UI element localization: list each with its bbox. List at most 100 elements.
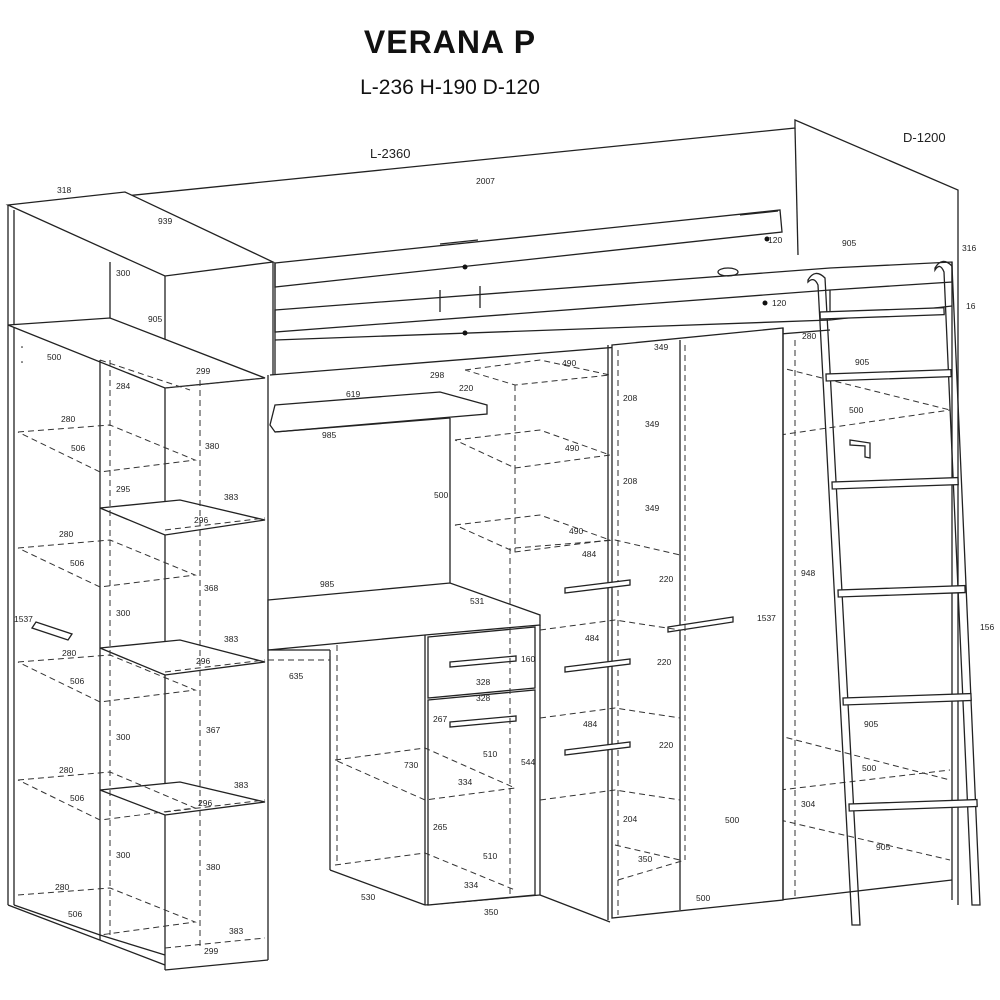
dimension-label: 500 <box>696 893 710 903</box>
dimension-label: 296 <box>194 515 208 525</box>
dimension-label: 905 <box>842 238 856 248</box>
dimension-label: 350 <box>638 854 652 864</box>
dimension-label: 500 <box>434 490 448 500</box>
dimension-label: 280 <box>61 414 75 424</box>
dimension-label: 204 <box>623 814 637 824</box>
dimension-label: 220 <box>659 740 673 750</box>
dimension-label: 506 <box>70 793 84 803</box>
dimension-label: 484 <box>582 549 596 559</box>
left-bookcase <box>5 191 276 971</box>
dimension-label: 619 <box>346 389 360 399</box>
dimension-label: 220 <box>659 574 673 584</box>
dimension-label: 280 <box>55 882 69 892</box>
dimension-label: 299 <box>204 946 218 956</box>
dimension-label: 280 <box>59 765 73 775</box>
dimension-label: 948 <box>801 568 815 578</box>
dimension-label: 905 <box>855 357 869 367</box>
dimension-label: 299 <box>196 366 210 376</box>
overall-depth-label: D-1200 <box>903 130 946 145</box>
dimension-label: 304 <box>801 799 815 809</box>
overall-height-label: 156 <box>980 622 994 632</box>
dimension-label: 500 <box>849 405 863 415</box>
dimension-label: 500 <box>47 352 61 362</box>
desk <box>267 359 611 906</box>
dimension-label: 349 <box>654 342 668 352</box>
dimension-label: 490 <box>565 443 579 453</box>
overall-length-label: L-2360 <box>370 146 410 161</box>
product-dimensions-summary: L-236 H-190 D-120 <box>360 76 540 99</box>
dimension-label: 16 <box>966 301 976 311</box>
dimension-label: 506 <box>68 909 82 919</box>
dimension-label: 506 <box>70 558 84 568</box>
dimension-label: 295 <box>116 484 130 494</box>
dimension-label: 544 <box>521 757 535 767</box>
dimension-label: 220 <box>459 383 473 393</box>
dimension-label: 380 <box>206 862 220 872</box>
dimension-label: 300 <box>116 268 130 278</box>
dimension-label: 905 <box>148 314 162 324</box>
dimension-label: 280 <box>62 648 76 658</box>
dimension-label: 530 <box>361 892 375 902</box>
dimension-label: 298 <box>430 370 444 380</box>
dimension-label: 349 <box>645 419 659 429</box>
dimension-label: 484 <box>583 719 597 729</box>
dimension-label: 220 <box>657 657 671 667</box>
dimension-label: 349 <box>645 503 659 513</box>
dimension-label: 300 <box>116 608 130 618</box>
dimension-label: 635 <box>289 671 303 681</box>
dimension-label: 120 <box>772 298 786 308</box>
dimension-label: 490 <box>562 358 576 368</box>
ladder <box>807 260 981 926</box>
dimension-label: 267 <box>433 714 447 724</box>
dimension-label: 490 <box>569 526 583 536</box>
dimension-label: 905 <box>876 842 890 852</box>
dimension-label: 383 <box>234 780 248 790</box>
dimension-label: 296 <box>196 656 210 666</box>
product-title: VERANA P <box>363 24 537 60</box>
dimension-label: 510 <box>483 749 497 759</box>
dimension-label: 500 <box>725 815 739 825</box>
dimension-label: 905 <box>864 719 878 729</box>
dimension-label: 506 <box>71 443 85 453</box>
dimension-label: 383 <box>229 926 243 936</box>
dimension-label: 316 <box>962 243 976 253</box>
dimension-label: 280 <box>802 331 816 341</box>
dimension-label: 500 <box>862 763 876 773</box>
dimension-label: 367 <box>206 725 220 735</box>
bed-frame <box>124 119 959 905</box>
dimension-label: 506 <box>70 676 84 686</box>
dimension-label: 334 <box>458 777 472 787</box>
dimension-label: 120 <box>768 235 782 245</box>
dimension-label: 318 <box>57 185 71 195</box>
dimension-label: 383 <box>224 492 238 502</box>
dimension-label: 208 <box>623 476 637 486</box>
dimension-label: 334 <box>464 880 478 890</box>
dimension-label: 350 <box>484 907 498 917</box>
dimension-label: 985 <box>322 430 336 440</box>
dimension-label: 730 <box>404 760 418 770</box>
dimension-label: 328 <box>476 677 490 687</box>
dimension-label: 531 <box>470 596 484 606</box>
dimension-label: 296 <box>198 798 212 808</box>
dimension-label: 368 <box>204 583 218 593</box>
dimension-label: 510 <box>483 851 497 861</box>
dimension-label: 2007 <box>476 176 495 186</box>
wardrobe <box>509 327 871 923</box>
dimension-label: 1537 <box>14 614 33 624</box>
dimension-label: 1537 <box>757 613 776 623</box>
dimension-label: 939 <box>158 216 172 226</box>
dimension-label: 300 <box>116 732 130 742</box>
dimension-label: 328 <box>476 693 490 703</box>
dimension-label: 280 <box>59 529 73 539</box>
dimension-label: 265 <box>433 822 447 832</box>
dimension-label: 484 <box>585 633 599 643</box>
dimension-label: 985 <box>320 579 334 589</box>
dimension-label: 208 <box>623 393 637 403</box>
dimension-label: 284 <box>116 381 130 391</box>
dimension-label: 383 <box>224 634 238 644</box>
dimension-label: 300 <box>116 850 130 860</box>
dimension-labels: 318 939 2007 905 316 16 120 120 300 905 … <box>14 176 976 956</box>
dimension-label: 160 <box>521 654 535 664</box>
dimension-label: 380 <box>205 441 219 451</box>
